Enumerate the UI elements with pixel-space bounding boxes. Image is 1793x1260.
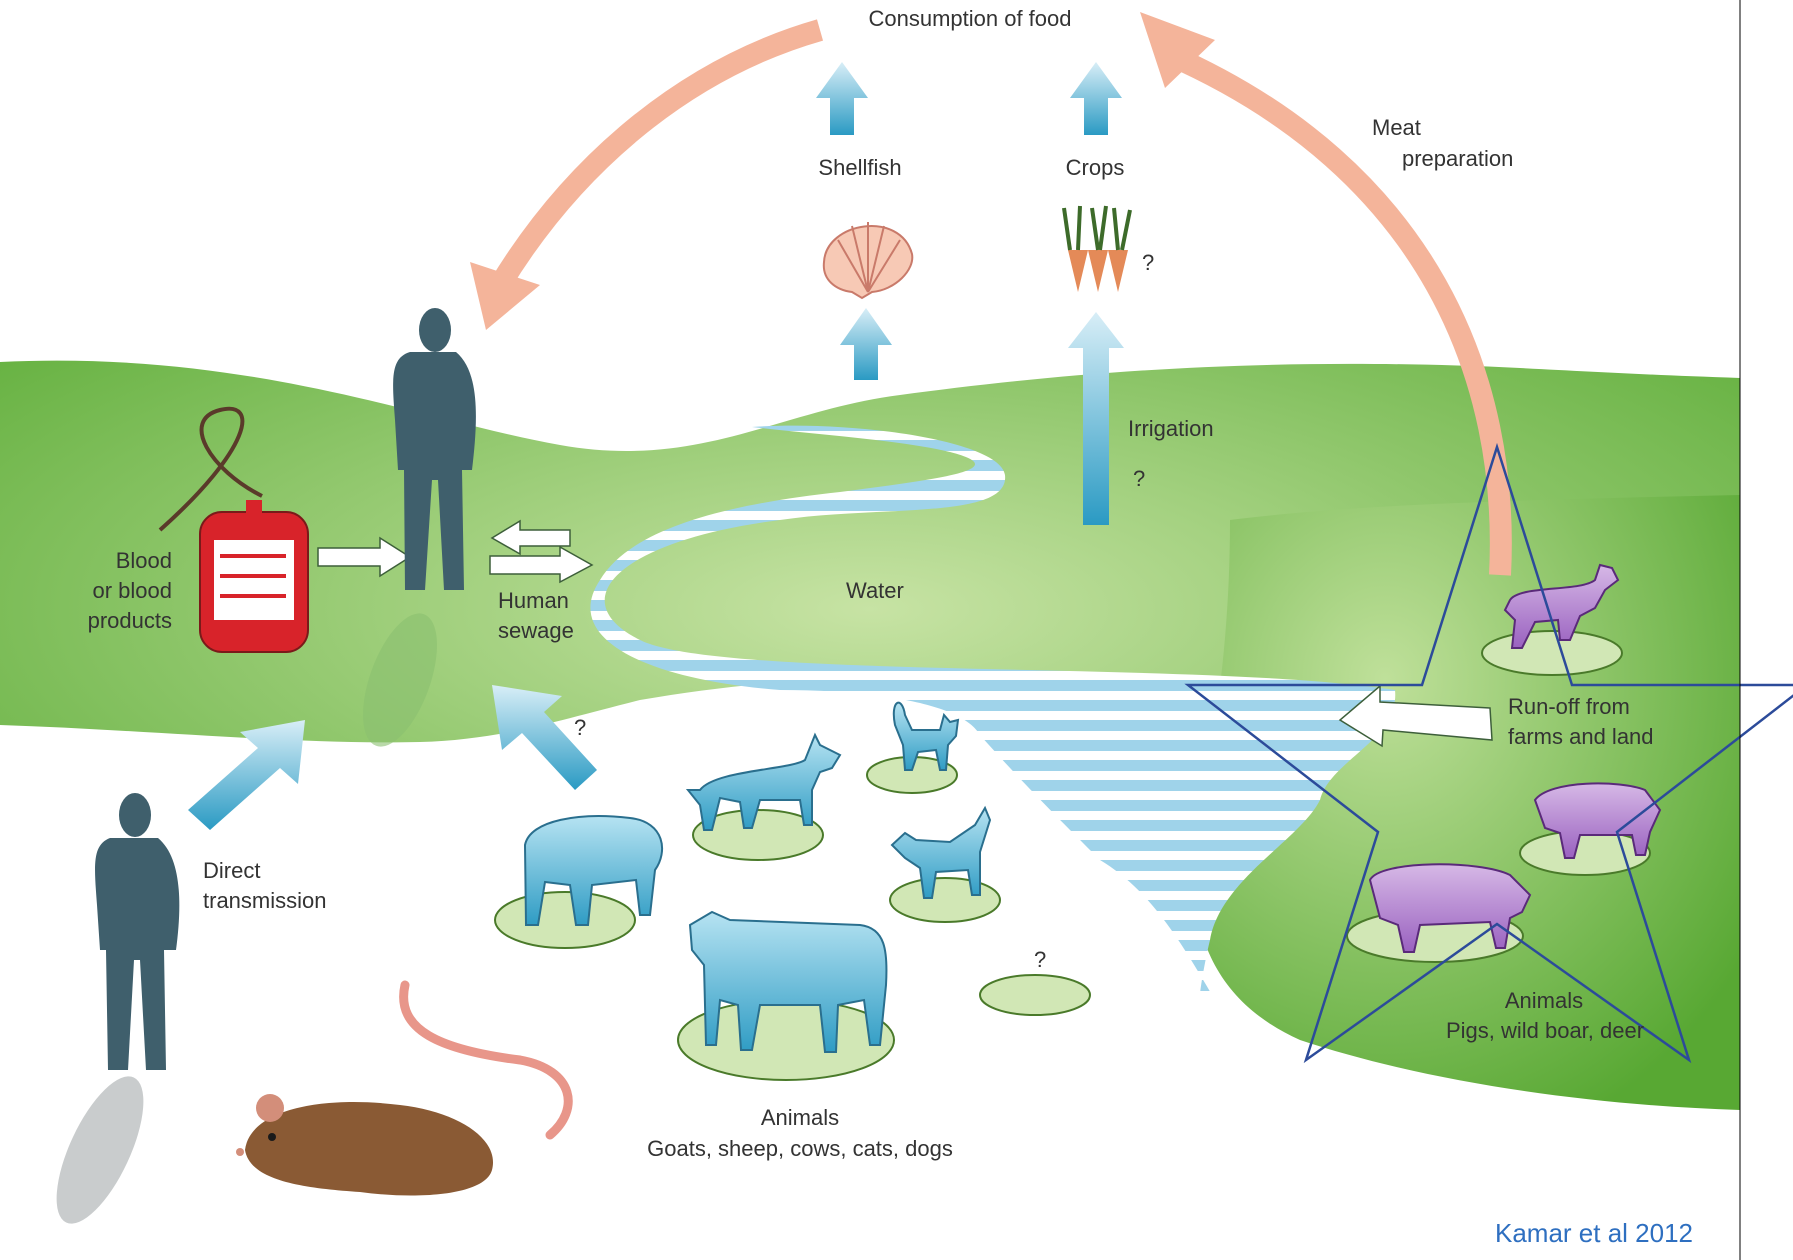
label-runoff: Run-off from farms and land	[1508, 692, 1654, 752]
consumption-arrow	[500, 30, 820, 285]
person-silhouette-icon	[95, 793, 179, 1070]
label-preparation: preparation	[1402, 144, 1513, 174]
crops-to-food-arrow	[1070, 62, 1122, 135]
label-sewage-question: ?	[574, 713, 586, 743]
scallop-shell-icon	[824, 222, 912, 298]
label-irrigation-question: ?	[1133, 464, 1145, 494]
water-to-shellfish-arrow	[840, 308, 892, 380]
label-unknown-animal-question: ?	[1034, 945, 1046, 975]
human-shadow	[39, 1065, 161, 1235]
label-human-sewage: Human sewage	[498, 586, 574, 646]
citation: Kamar et al 2012	[1495, 1218, 1693, 1248]
label-animals-left-title: Animals	[700, 1103, 900, 1133]
label-animals-right-list: Pigs, wild boar, deer	[1420, 1016, 1670, 1046]
label-consumption-of-food: Consumption of food	[840, 4, 1100, 34]
label-irrigation: Irrigation	[1128, 414, 1214, 444]
label-shellfish: Shellfish	[800, 153, 920, 183]
carrot-icon	[1064, 206, 1130, 292]
label-water: Water	[846, 576, 904, 606]
label-crops-question: ?	[1142, 248, 1154, 278]
label-crops: Crops	[1040, 153, 1150, 183]
label-direct-transmission: Direct transmission	[203, 856, 326, 916]
direct-transmission-arrow	[188, 720, 305, 830]
rat-icon	[236, 985, 568, 1196]
label-animals-right-title: Animals	[1444, 986, 1644, 1016]
shellfish-to-food-arrow	[816, 62, 868, 135]
label-animals-left-list: Goats, sheep, cows, cats, dogs	[620, 1134, 980, 1164]
label-blood-products: Blood or blood products	[60, 546, 172, 636]
label-meat: Meat	[1372, 113, 1421, 143]
